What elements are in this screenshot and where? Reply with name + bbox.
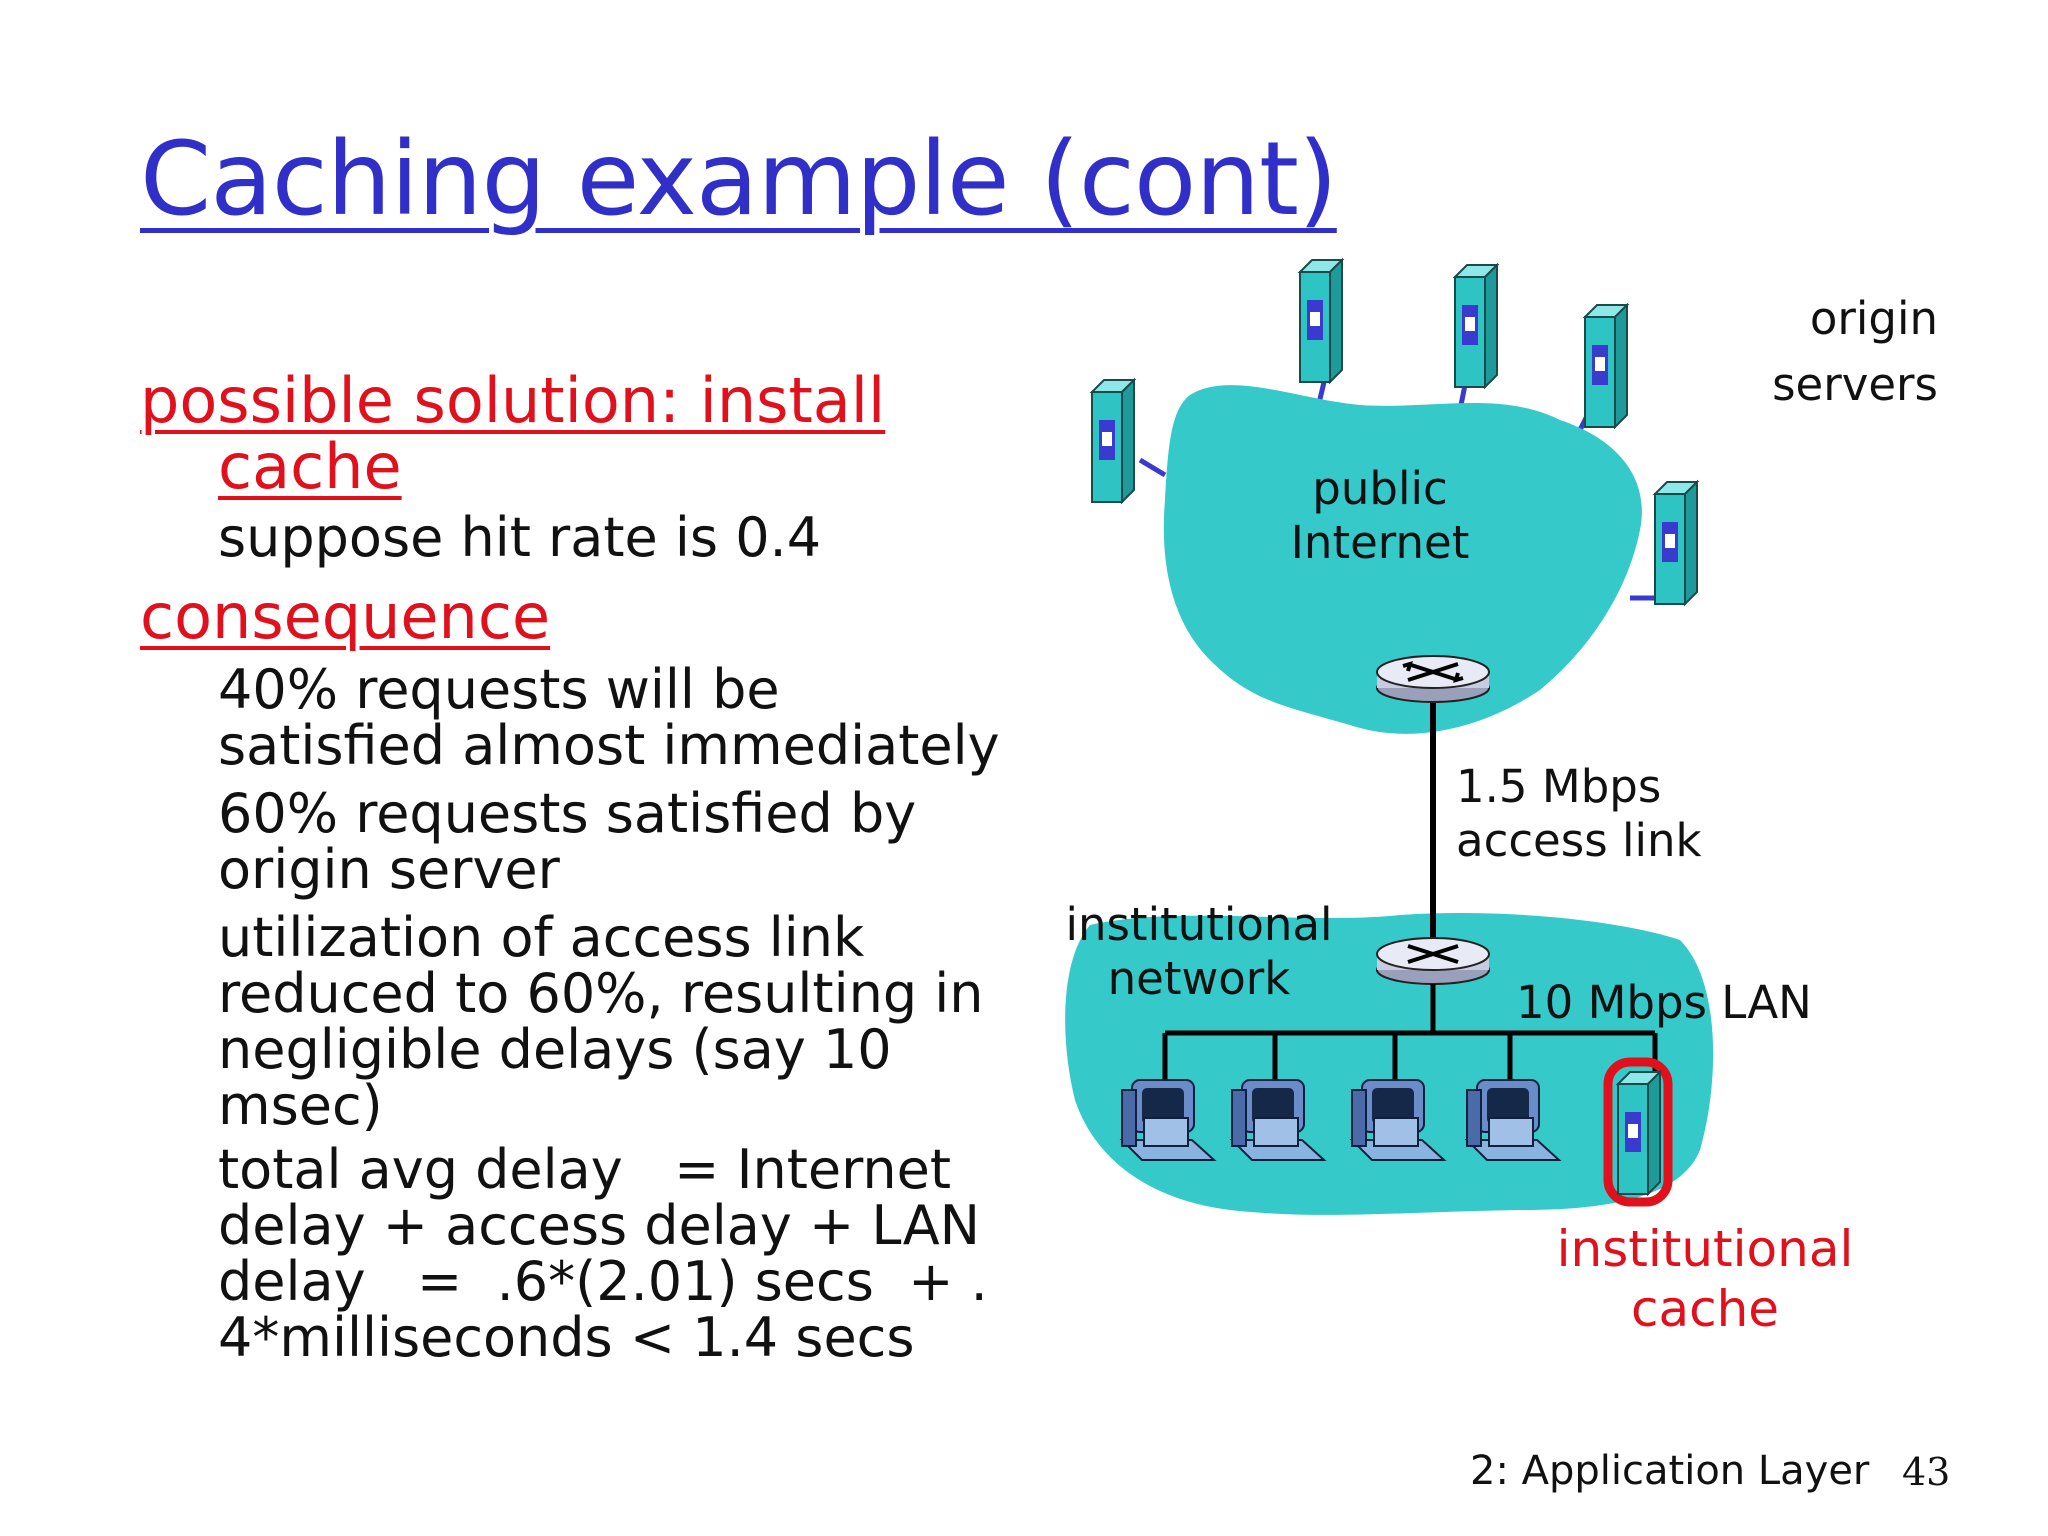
router-bottom-icon <box>1376 937 1490 985</box>
label-cache-line2: cache <box>1630 1280 1780 1338</box>
institutional-network-cloud <box>1065 912 1714 1215</box>
heading-possible-solution: possible solution: install <box>140 364 886 437</box>
label-internet: Internet <box>1290 516 1470 569</box>
label-origin-line2: servers <box>1772 358 1938 411</box>
footer-chapter: 2: Application Layer <box>1470 1448 1870 1494</box>
text-hit-rate: suppose hit rate is 0.4 <box>218 506 822 569</box>
text-item5-line4: 4*milliseconds < 1.4 secs <box>218 1306 915 1369</box>
label-institutional: institutional <box>1065 898 1333 951</box>
text-item3-line2: origin server <box>218 838 560 901</box>
label-cache-line1: institutional <box>1556 1220 1854 1278</box>
cache-highlight <box>1603 1057 1673 1207</box>
slide-title: Caching example (cont) <box>140 120 1338 239</box>
label-access-link: access link <box>1456 814 1702 867</box>
origin-server-icon-1 <box>1091 379 1135 503</box>
text-item5-line1: total avg delay = Internet <box>218 1138 952 1201</box>
public-internet-cloud <box>1163 385 1642 734</box>
origin-server-icon-3 <box>1454 264 1498 388</box>
page-number: 43 <box>1902 1450 1951 1494</box>
router-top-icon <box>1376 655 1490 703</box>
label-network: network <box>1107 952 1291 1005</box>
label-lan: 10 Mbps LAN <box>1516 976 1812 1029</box>
heading-possible-solution-cont: cache <box>218 430 402 503</box>
text-item2-line2: satisfied almost immediately <box>218 714 1000 777</box>
origin-server-icon-2 <box>1299 259 1343 383</box>
institutional-cache-server-icon <box>1617 1071 1661 1195</box>
label-origin-line1: origin <box>1809 292 1938 345</box>
text-item4-line3: negligible delays (say 10 <box>218 1018 892 1081</box>
text-item4-line1: utilization of access link <box>218 906 865 969</box>
text-item5-line3: delay = .6*(2.01) secs + . <box>218 1250 988 1313</box>
label-public: public <box>1312 462 1448 515</box>
text-item4-line4: msec) <box>218 1074 383 1137</box>
label-access-speed: 1.5 Mbps <box>1456 760 1662 813</box>
text-item3-line1: 60% requests satisfied by <box>218 782 917 845</box>
origin-server-icon-4 <box>1584 304 1628 428</box>
heading-consequence: consequence <box>140 580 551 653</box>
origin-server-icon-5 <box>1654 481 1698 605</box>
text-item2-line1: 40% requests will be <box>218 658 780 721</box>
text-item5-line2: delay + access delay + LAN <box>218 1194 981 1257</box>
text-item4-line2: reduced to 60%, resulting in <box>218 962 984 1025</box>
